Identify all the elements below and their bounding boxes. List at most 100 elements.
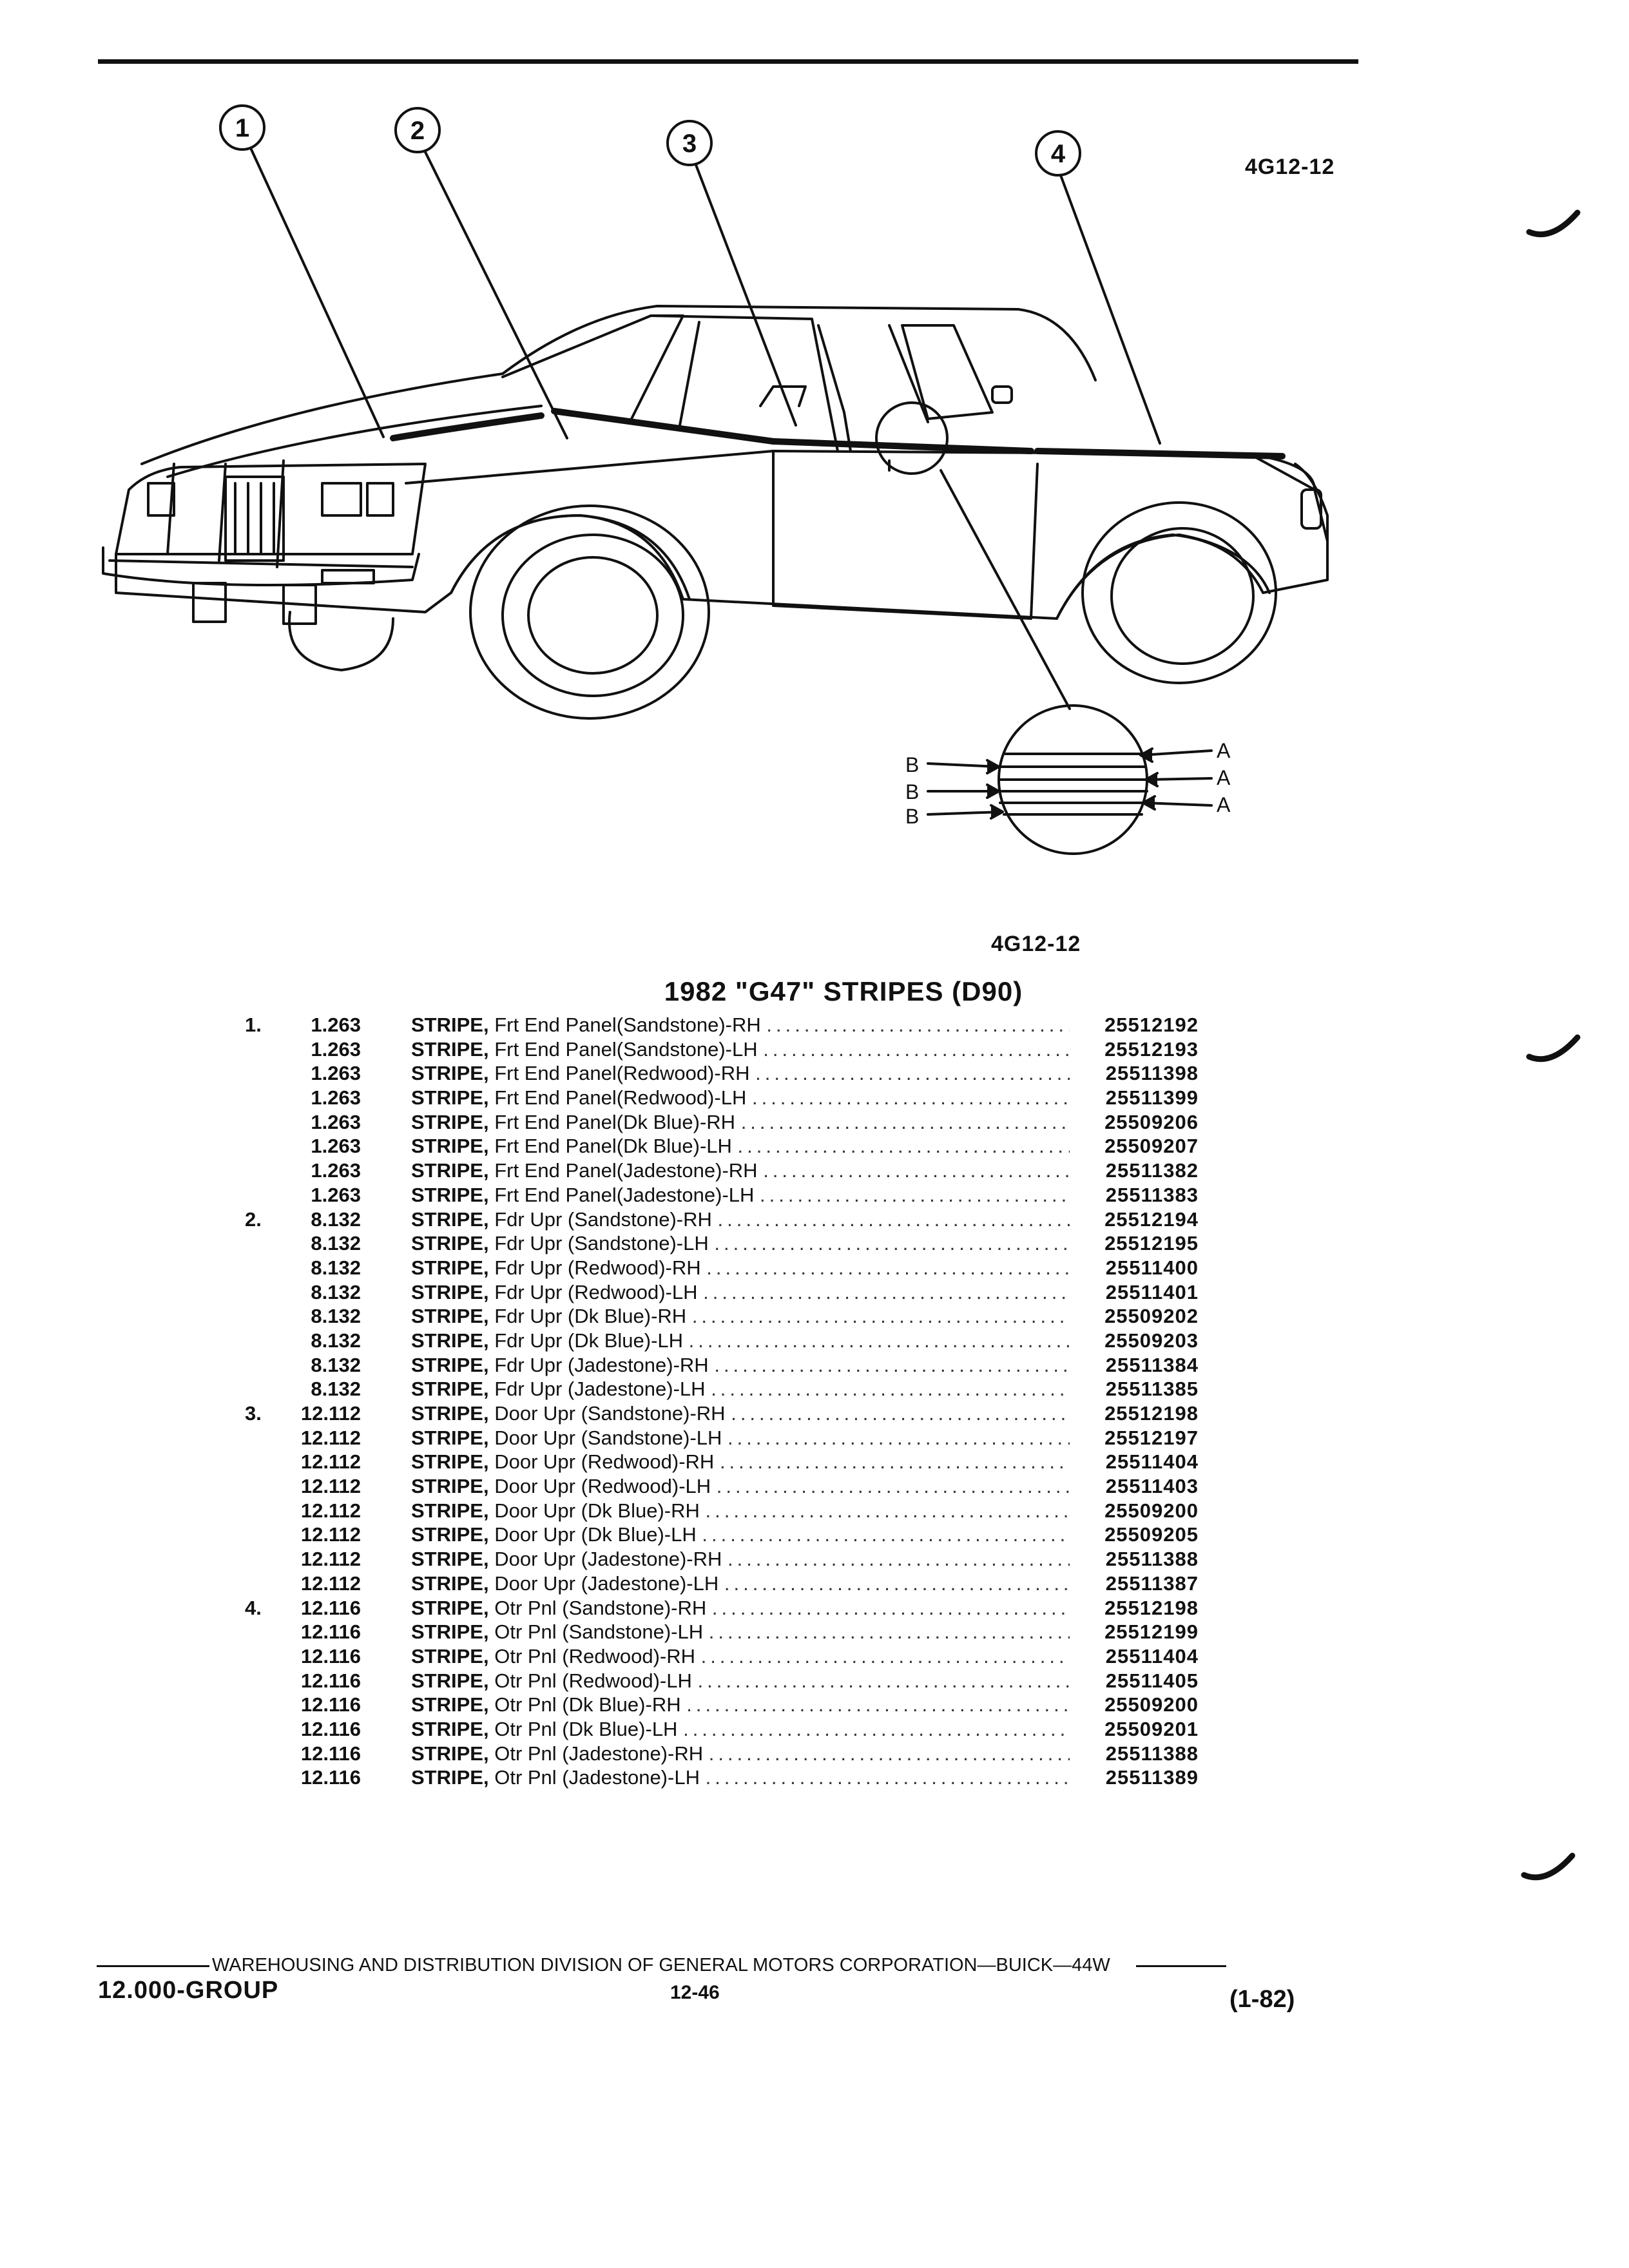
part-description: STRIPE, Frt End Panel(Redwood)-LH ......… (411, 1086, 1070, 1110)
part-name: STRIPE, (411, 1062, 489, 1085)
part-row: 1.263 STRIPE, Frt End Panel(Redwood)-LH .… (245, 1086, 1199, 1110)
footer-page-number: 12-46 (670, 1982, 720, 2003)
part-qty: 8.132 (311, 1256, 361, 1279)
part-detail: Frt End Panel(Dk Blue)-RH (494, 1110, 736, 1133)
part-name: STRIPE, (411, 1378, 489, 1401)
part-description: STRIPE, Door Upr (Dk Blue)-RH ..........… (411, 1499, 1070, 1523)
part-number: 25512195 (1104, 1232, 1199, 1255)
part-number: 25509203 (1104, 1329, 1199, 1352)
part-qty: 12.116 (300, 1669, 361, 1692)
part-detail: Otr Pnl (Dk Blue)-RH (494, 1693, 681, 1716)
part-description: STRIPE, Fdr Upr (Sandstone)-RH .........… (411, 1207, 1070, 1232)
stripe-detail-view: B B B A A A (905, 704, 1231, 855)
part-row: 8.132 STRIPE, Fdr Upr (Redwood)-RH ......… (245, 1256, 1199, 1280)
callout-4: 4 (1035, 130, 1081, 177)
part-number: 25511399 (1105, 1086, 1199, 1110)
page-title: 1982 "G47" STRIPES (D90) (664, 976, 1023, 1006)
part-name: STRIPE, (411, 1207, 489, 1231)
part-detail: Fdr Upr (Redwood)-RH (494, 1256, 701, 1279)
part-name: STRIPE, (411, 1669, 489, 1692)
part-description: STRIPE, Fdr Upr (Sandstone)-LH .........… (411, 1231, 1070, 1256)
part-ref: 4. (245, 1596, 262, 1619)
leader-dots: ........................................… (724, 1571, 1070, 1595)
footer-publisher: WAREHOUSING AND DISTRIBUTION DIVISION OF… (212, 1955, 1110, 1975)
part-number: 25511384 (1105, 1353, 1199, 1376)
part-detail: Otr Pnl (Jadestone)-LH (494, 1766, 700, 1789)
callout-1: 1 (219, 104, 265, 151)
part-qty: 8.132 (311, 1232, 361, 1255)
footer-rule-left (97, 1965, 209, 1967)
part-detail: Otr Pnl (Sandstone)-RH (494, 1596, 707, 1619)
part-detail: Door Upr (Sandstone)-RH (494, 1402, 726, 1425)
part-description: STRIPE, Fdr Upr (Dk Blue)-RH ...........… (411, 1304, 1070, 1329)
part-name: STRIPE, (411, 1183, 489, 1206)
leader-dots: ........................................… (702, 1523, 1070, 1546)
left-front-wheel (288, 611, 394, 671)
part-number: 25512194 (1104, 1207, 1199, 1231)
part-number: 25511401 (1105, 1280, 1199, 1303)
part-name: STRIPE, (411, 1766, 489, 1789)
part-detail: Door Upr (Dk Blue)-LH (494, 1523, 697, 1546)
part-name: STRIPE, (411, 1329, 489, 1352)
part-qty: 12.112 (300, 1523, 361, 1546)
part-number: 25511383 (1105, 1183, 1199, 1206)
part-description: STRIPE, Otr Pnl (Redwood)-LH ...........… (411, 1669, 1070, 1693)
part-description: STRIPE, Otr Pnl (Redwood)-RH ...........… (411, 1644, 1070, 1669)
part-detail: Fdr Upr (Sandstone)-RH (494, 1207, 712, 1231)
leader-dots: ........................................… (717, 1207, 1070, 1231)
part-qty: 8.132 (311, 1378, 361, 1401)
leader-dots: ........................................… (686, 1693, 1070, 1716)
part-detail: Door Upr (Redwood)-LH (494, 1475, 711, 1498)
part-qty: 8.132 (311, 1280, 361, 1303)
callout-4-label: 4 (1051, 140, 1066, 168)
part-number: 25512193 (1104, 1037, 1199, 1061)
top-rule (98, 59, 1358, 64)
part-number: 25509202 (1104, 1305, 1199, 1328)
leader-dots: ........................................… (706, 1256, 1070, 1279)
callout-2-label: 2 (410, 117, 425, 145)
front-wheel (469, 505, 710, 720)
part-number: 25511385 (1105, 1378, 1199, 1401)
footer-rule-right (1135, 1965, 1226, 1967)
leader-dots: ........................................… (763, 1159, 1070, 1182)
part-detail: Otr Pnl (Redwood)-RH (494, 1644, 696, 1667)
part-description: STRIPE, Door Upr (Dk Blue)-LH ..........… (411, 1523, 1070, 1547)
footer-group: 12.000-GROUP (98, 1977, 279, 2004)
part-number: 25509200 (1104, 1693, 1199, 1716)
part-ref: 2. (245, 1207, 262, 1231)
part-qty: 1.263 (311, 1086, 361, 1110)
part-row: 12.112 STRIPE, Door Upr (Dk Blue)-RH ....… (245, 1499, 1199, 1523)
part-name: STRIPE, (411, 1110, 489, 1133)
rear-wheel (1081, 501, 1277, 684)
part-number: 25512198 (1104, 1596, 1199, 1619)
car-stripe-illustration: 1 2 3 4 (102, 104, 1329, 855)
part-description: STRIPE, Fdr Upr (Redwood)-LH ...........… (411, 1280, 1070, 1305)
leader-dots: ........................................… (711, 1378, 1070, 1401)
part-number: 25511388 (1105, 1742, 1199, 1765)
part-description: STRIPE, Otr Pnl (Sandstone)-RH .........… (411, 1596, 1070, 1620)
part-qty: 12.116 (300, 1693, 361, 1716)
part-description: STRIPE, Door Upr (Jadestone)-RH ........… (411, 1547, 1070, 1571)
detail-label-b-3: B (905, 805, 919, 828)
part-description: STRIPE, Frt End Panel(Jadestone)-RH ....… (411, 1158, 1070, 1183)
leader-dots: ........................................… (731, 1402, 1070, 1425)
part-description: STRIPE, Otr Pnl (Sandstone)-LH .........… (411, 1620, 1070, 1644)
part-name: STRIPE, (411, 1571, 489, 1595)
part-name: STRIPE, (411, 1256, 489, 1279)
part-name: STRIPE, (411, 1548, 489, 1571)
part-qty: 12.112 (300, 1499, 361, 1522)
leader-dots: ........................................… (740, 1110, 1070, 1133)
part-detail: Fdr Upr (Dk Blue)-LH (494, 1329, 684, 1352)
part-detail: Otr Pnl (Sandstone)-LH (494, 1620, 704, 1644)
part-number: 25511387 (1105, 1571, 1199, 1595)
callout-3: 3 (666, 120, 713, 166)
part-detail: Door Upr (Jadestone)-LH (494, 1571, 719, 1595)
part-number: 25511404 (1105, 1644, 1199, 1667)
